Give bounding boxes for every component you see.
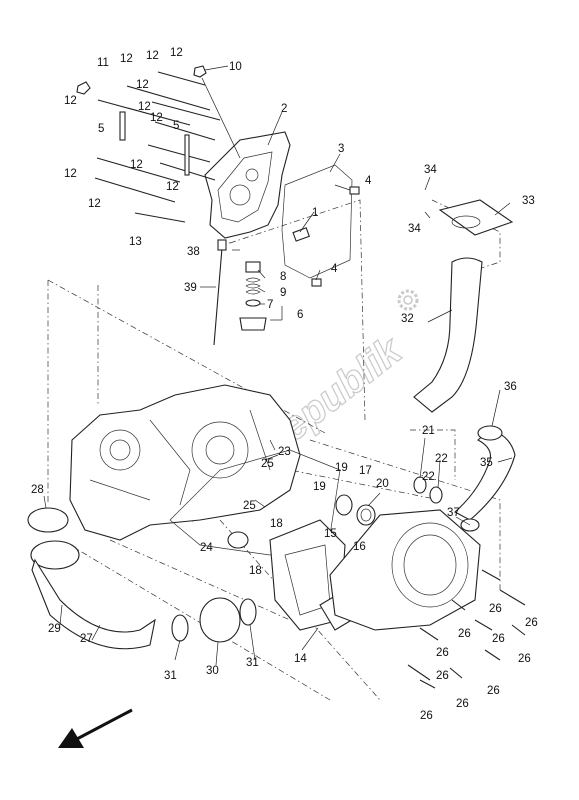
callout-30: 30 — [206, 665, 219, 677]
callout-labels: 1 2 3 4 4 5 5 6 7 8 9 10 11 12 12 12 12 … — [31, 47, 538, 722]
callout-20: 20 — [376, 478, 389, 490]
callout-12d: 12 — [136, 79, 149, 91]
callout-13: 13 — [129, 236, 142, 248]
callout-26d: 26 — [492, 633, 505, 645]
o-rings — [227, 476, 443, 549]
leader-lines — [43, 65, 513, 666]
callout-19a: 19 — [335, 462, 348, 474]
callout-4a: 4 — [365, 175, 372, 187]
callout-12e: 12 — [64, 95, 77, 107]
side-gasket — [169, 449, 341, 556]
callout-12c: 12 — [170, 47, 183, 59]
callout-4b: 4 — [331, 263, 338, 275]
callout-2: 2 — [281, 103, 287, 115]
callout-21: 21 — [422, 425, 435, 437]
callout-33: 33 — [522, 195, 535, 207]
callout-39: 39 — [184, 282, 197, 294]
callout-5b: 5 — [173, 120, 179, 132]
callout-26h: 26 — [487, 685, 500, 697]
callout-18b: 18 — [249, 565, 262, 577]
callout-16: 16 — [353, 541, 366, 553]
callout-8: 8 — [280, 271, 286, 283]
callout-26e: 26 — [518, 653, 531, 665]
callout-18a: 18 — [270, 518, 283, 530]
callout-9: 9 — [280, 287, 286, 299]
callout-14: 14 — [294, 653, 307, 665]
callout-27: 27 — [80, 633, 93, 645]
callout-26f: 26 — [436, 647, 449, 659]
callout-34a: 34 — [424, 164, 437, 176]
callout-26g: 26 — [436, 670, 449, 682]
callout-37: 37 — [447, 507, 460, 519]
crankcase-cover — [204, 131, 291, 239]
callout-25b: 25 — [243, 500, 256, 512]
gear-icon — [397, 289, 419, 311]
callout-26j: 26 — [420, 710, 433, 722]
callout-31a: 31 — [164, 670, 177, 682]
callout-12h: 12 — [130, 159, 143, 171]
callout-15: 15 — [324, 528, 337, 540]
callout-22b: 22 — [422, 471, 435, 483]
callout-26c: 26 — [458, 628, 471, 640]
callout-38: 38 — [187, 246, 200, 258]
callout-10: 10 — [229, 61, 242, 73]
callout-32: 32 — [401, 313, 414, 325]
callout-12a: 12 — [120, 53, 133, 65]
callout-23: 23 — [278, 446, 291, 458]
bolts — [76, 65, 241, 223]
crankcase — [69, 384, 301, 541]
intake-duct — [27, 507, 257, 650]
callout-22a: 22 — [435, 453, 448, 465]
callout-12k: 12 — [88, 198, 101, 210]
callout-12f: 12 — [138, 101, 151, 113]
callout-11: 11 — [97, 57, 109, 69]
callout-35: 35 — [480, 457, 493, 469]
callout-12j: 12 — [64, 168, 77, 180]
callout-25a: 25 — [261, 458, 274, 470]
callout-12b: 12 — [146, 50, 159, 62]
callout-26a: 26 — [489, 603, 502, 615]
cover-gasket — [281, 164, 353, 279]
clutch-cover — [329, 509, 481, 631]
callout-17: 17 — [359, 465, 372, 477]
callout-3: 3 — [338, 143, 344, 155]
callout-7: 7 — [267, 299, 273, 311]
cover-bolts — [407, 569, 526, 689]
callout-34b: 34 — [408, 223, 421, 235]
front-direction-arrow-icon — [58, 708, 133, 748]
callout-12g: 12 — [150, 112, 163, 124]
callout-24: 24 — [200, 542, 213, 554]
callout-28: 28 — [31, 484, 44, 496]
air-ducts — [413, 199, 516, 532]
callout-36: 36 — [504, 381, 517, 393]
filter-stack — [213, 239, 267, 346]
callout-1: 1 — [312, 207, 318, 219]
callout-26i: 26 — [456, 698, 469, 710]
callout-12i: 12 — [166, 181, 179, 193]
callout-31b: 31 — [246, 657, 259, 669]
callout-26b: 26 — [525, 617, 538, 629]
callout-6: 6 — [297, 309, 303, 321]
callout-19b: 19 — [313, 481, 326, 493]
callout-29: 29 — [48, 623, 61, 635]
callout-5a: 5 — [98, 123, 104, 135]
